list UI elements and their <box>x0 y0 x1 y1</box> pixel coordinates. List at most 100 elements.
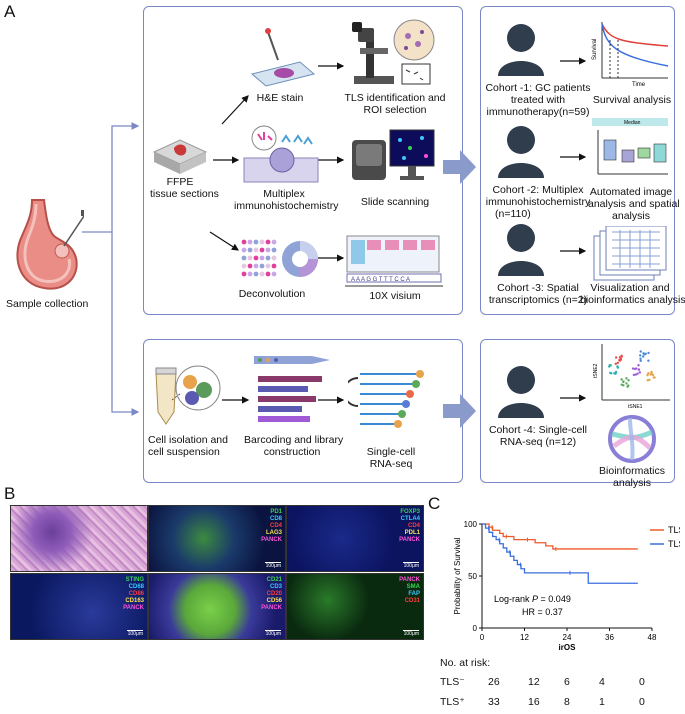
tsne-point <box>620 378 623 381</box>
channel-label: CD86 <box>128 591 144 597</box>
tile-1-scale: 100μm <box>265 563 281 569</box>
deconv-dot <box>253 255 259 261</box>
km-curve-tls-neg <box>482 523 638 584</box>
mini-survival-xlabel: Time <box>632 82 646 88</box>
a2-line2: analysis and spatial <box>588 198 680 210</box>
tls-id-line2: ROI selection <box>363 104 427 116</box>
panel-b-label: B <box>4 484 16 503</box>
channel-label: CD31 <box>404 598 420 604</box>
automated-image-label: Automated image analysis and spatial ana… <box>588 186 680 222</box>
deconv-dot <box>265 255 271 261</box>
deconv-dot <box>265 239 271 245</box>
scrna-line1: Single-cell <box>366 446 416 458</box>
mini-boxplot: Median <box>592 118 668 175</box>
deconv-dot <box>259 239 265 245</box>
svg-text:A A A G G T T T C C A: A A A G G T T T C C A <box>351 277 410 283</box>
risk-cell: 12 <box>528 676 540 688</box>
deconv-dot <box>265 247 271 253</box>
tile-5-scalebar <box>403 630 419 631</box>
tsne-point <box>647 359 650 362</box>
risk-cell: 33 <box>488 696 500 708</box>
deconv-dot <box>271 263 277 269</box>
deconv-dot <box>271 271 277 277</box>
tsne-point <box>625 382 628 385</box>
x-tick-label: 36 <box>605 633 614 642</box>
cell-isolation-icon <box>155 365 221 425</box>
risk-table-title: No. at risk: <box>440 657 491 669</box>
cohort-1-person-icon <box>498 24 544 76</box>
tsne-point <box>639 359 642 363</box>
cell-iso-line2: cell suspension <box>148 446 220 458</box>
mini-survival-plot: Survival Time <box>592 22 669 88</box>
deconv-dot <box>247 247 253 253</box>
he-slide-icon <box>250 28 316 87</box>
deconv-dot <box>259 247 265 253</box>
tsne-point <box>639 354 642 357</box>
slide-scanner-icon <box>352 129 435 180</box>
risk-cell: 16 <box>528 696 540 708</box>
cohort-2-person-icon <box>498 126 544 178</box>
tsne-point <box>619 358 622 362</box>
deconv-dot <box>241 247 247 253</box>
connectors <box>82 57 587 428</box>
deconv-dot <box>265 263 271 269</box>
tile-3-scalebar <box>127 630 143 631</box>
mini-tsne-ylabel: tSNE2 <box>593 363 599 378</box>
cohort-3-line1: Cohort -3: Spatial <box>497 282 579 294</box>
cohort-1-line1: Cohort -1: GC patients <box>485 82 591 94</box>
channel-label: CD163 <box>125 598 144 604</box>
y-tick-label: 100 <box>464 520 478 529</box>
tsne-point <box>651 373 655 377</box>
cohort-4-person-icon <box>498 366 544 418</box>
deconv-dot <box>271 255 277 261</box>
channel-label: CD56 <box>266 598 282 604</box>
ffpe-label-line2: tissue sections <box>150 188 219 200</box>
tsne-point <box>620 355 623 358</box>
tile-5-scale: 100μm <box>403 631 419 637</box>
tsne-point <box>616 365 619 368</box>
cohort-2-line3: (n=110) <box>495 208 531 220</box>
tsne-point <box>614 356 618 359</box>
tile-4-scalebar <box>265 630 281 631</box>
deconv-dot <box>271 239 277 245</box>
risk-cell: 4 <box>599 676 605 688</box>
cohort-3-person-icon <box>498 224 544 276</box>
tsne-point <box>620 383 623 386</box>
logrank-text: Log-rank P = 0.049 <box>494 594 571 604</box>
channel-label: STING <box>125 577 144 583</box>
channel-label: CTLA4 <box>400 516 420 522</box>
stomach-illustration <box>16 199 84 290</box>
tsne-point <box>641 355 645 358</box>
tsne-point <box>648 378 651 382</box>
multiplex-ihc-icon <box>243 125 319 183</box>
risk-cell: 1 <box>599 696 605 708</box>
tsne-point <box>631 367 635 370</box>
tile-2-scalebar <box>403 562 419 563</box>
channel-label: CD68 <box>128 584 144 590</box>
slide-scanning-label: Slide scanning <box>360 196 430 208</box>
deconv-dot <box>253 271 259 277</box>
multiplex-ihc-label: Multiplex immunohistochemistry <box>234 188 338 212</box>
deconvolution-label: Deconvolution <box>238 288 306 300</box>
microscope-icon <box>352 19 435 85</box>
channel-label: PD1 <box>270 509 282 515</box>
deconv-dot <box>259 263 265 269</box>
tile-1-scalebar <box>265 562 281 563</box>
ffpe-label-line1: FFPE <box>166 176 194 188</box>
tsne-point <box>610 372 613 375</box>
barcoding-icon <box>254 356 330 422</box>
channel-label: CD8 <box>269 516 282 522</box>
sample-collection-label: Sample collection <box>6 298 89 310</box>
chord-diagram-icon <box>608 415 656 463</box>
risk-cell: 8 <box>564 696 570 708</box>
tile-he <box>10 505 148 572</box>
deconv-dot <box>247 263 253 269</box>
channel-label: LAG3 <box>265 530 282 536</box>
visualization-label: Visualization and bioinformatics analysi… <box>580 282 685 306</box>
